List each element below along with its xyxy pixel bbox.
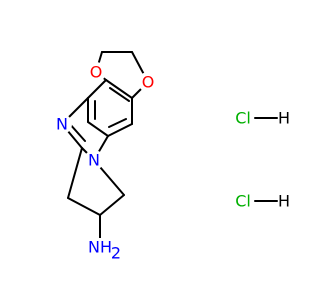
atom-label-masks bbox=[52, 62, 158, 258]
mask-o-right bbox=[138, 72, 158, 92]
chlorine-label-2: Cl bbox=[235, 192, 251, 211]
mask-amine bbox=[88, 238, 118, 258]
nitrogen-label-ring: N bbox=[88, 151, 100, 170]
mask-n-imine bbox=[52, 114, 72, 134]
bond-cc-cd bbox=[107, 123, 133, 137]
mask-o-top bbox=[86, 62, 106, 82]
bond-ca-cb-double bbox=[109, 87, 130, 102]
amine-subscript: 2 bbox=[111, 244, 121, 263]
atom-labels: O O N N NH 2 Cl H Cl H bbox=[56, 63, 290, 263]
structure-diagram: O O N N NH 2 Cl H Cl H bbox=[52, 51, 291, 263]
hydrogen-label-2: H bbox=[278, 192, 290, 211]
amine-label: NH bbox=[88, 238, 112, 257]
chlorine-label-1: Cl bbox=[235, 109, 251, 128]
bond-cd-ce bbox=[87, 121, 109, 137]
mask-n-ring bbox=[84, 150, 104, 170]
bond-cc-cd-double bbox=[108, 118, 127, 128]
bond-ch-ch2 bbox=[99, 194, 125, 216]
oxygen-label-top: O bbox=[90, 63, 103, 82]
bond-ch2-ch bbox=[67, 197, 101, 216]
bond-ca-cb bbox=[105, 79, 133, 99]
bond-c2-ch2 bbox=[67, 147, 83, 199]
nitrogen-label-imine: N bbox=[56, 115, 68, 134]
oxygen-label-right: O bbox=[142, 73, 155, 92]
hydrogen-label-1: H bbox=[278, 109, 290, 128]
bond-cf-ca bbox=[87, 79, 107, 99]
